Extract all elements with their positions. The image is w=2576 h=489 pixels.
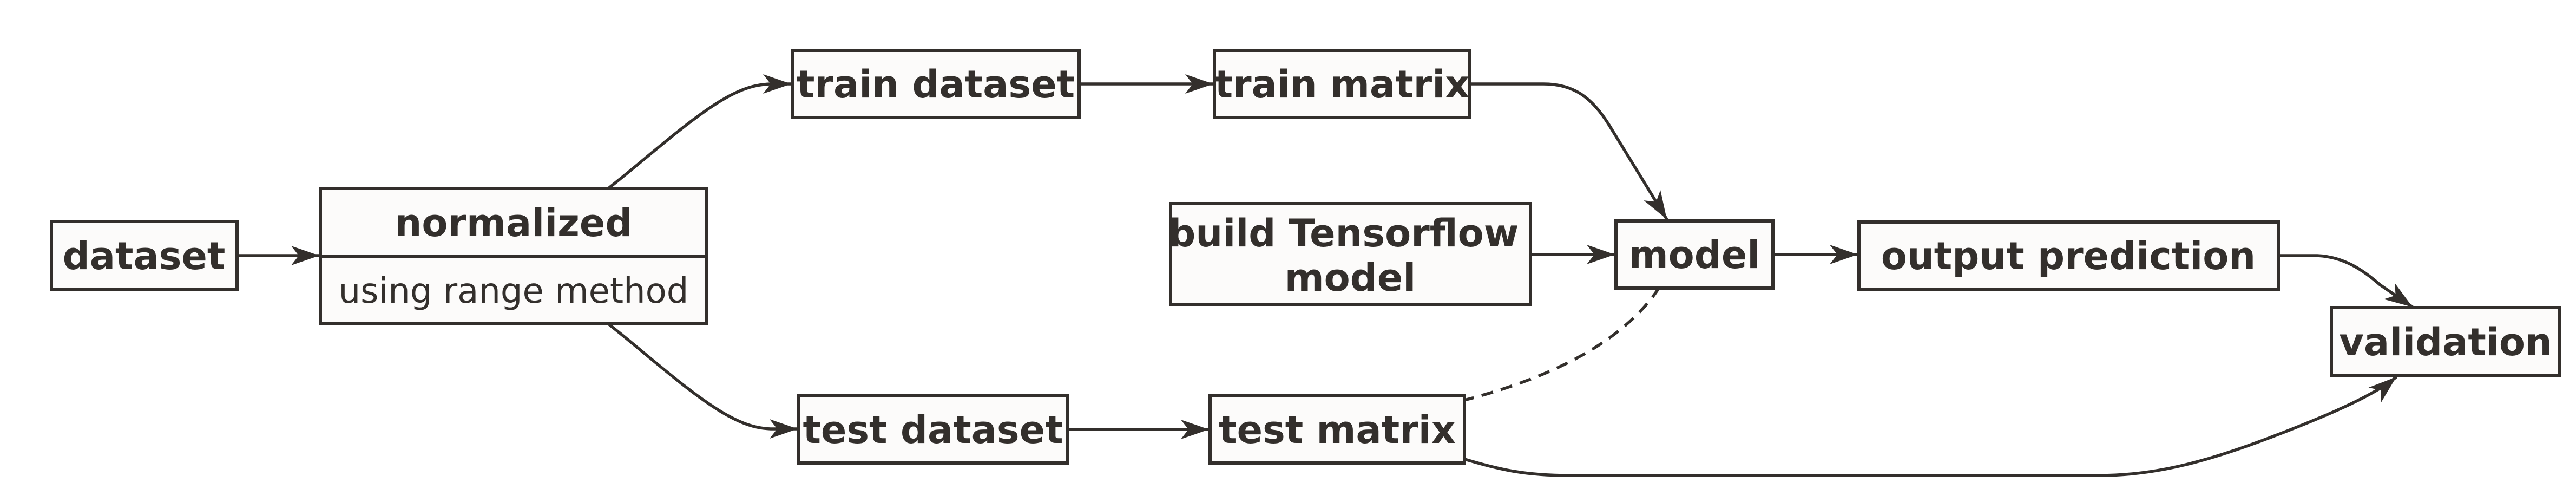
node-test-matrix: test matrix (1208, 394, 1466, 465)
node-test-dataset: test dataset (797, 394, 1069, 465)
edge-test-matrix-model-dashed (1462, 288, 1660, 402)
output-prediction-label: output prediction (1881, 234, 2256, 278)
model-box (1614, 219, 1775, 290)
edge-normalized-train-dataset (607, 74, 791, 190)
nodes: dataset normalized using range method tr… (50, 49, 2561, 465)
node-train-dataset: train dataset (791, 49, 1081, 119)
train-matrix-label: train matrix (1215, 62, 1470, 107)
edge-train-matrix-model (1469, 82, 1668, 220)
train-dataset-box (791, 49, 1081, 119)
node-model: model (1614, 219, 1775, 290)
edge-normalized-test-dataset (607, 322, 798, 439)
output-prediction-box (1857, 220, 2280, 291)
dataset-box (50, 220, 239, 291)
node-dataset: dataset (50, 220, 239, 291)
train-dataset-label: train dataset (797, 62, 1075, 107)
normalized-title: normalized (395, 201, 633, 245)
node-build-tensorflow-model: build Tensorflow model (1168, 202, 1532, 306)
test-dataset-box (797, 394, 1069, 465)
test-dataset-label: test dataset (803, 408, 1063, 452)
dataset-label: dataset (63, 234, 226, 278)
test-matrix-label: test matrix (1219, 408, 1456, 452)
edge-output-prediction-validation (2278, 254, 2414, 309)
node-validation: validation (2330, 306, 2561, 377)
edges (237, 74, 2414, 477)
build-model-box (1169, 202, 1532, 306)
node-output-prediction: output prediction (1857, 220, 2280, 291)
normalized-subtitle: using range method (339, 271, 689, 311)
edge-test-matrix-validation (1461, 375, 2397, 477)
node-train-matrix: train matrix (1213, 49, 1471, 119)
build-model-label: build Tensorflow model (1168, 211, 1532, 300)
validation-label: validation (2339, 320, 2552, 364)
test-matrix-box (1208, 394, 1466, 465)
build-model-line2: model (1285, 256, 1416, 300)
validation-box (2330, 306, 2561, 377)
train-matrix-box (1213, 49, 1471, 119)
build-model-line1: build Tensorflow (1168, 211, 1519, 256)
model-label: model (1629, 233, 1760, 277)
node-normalized: normalized using range method (319, 187, 708, 325)
